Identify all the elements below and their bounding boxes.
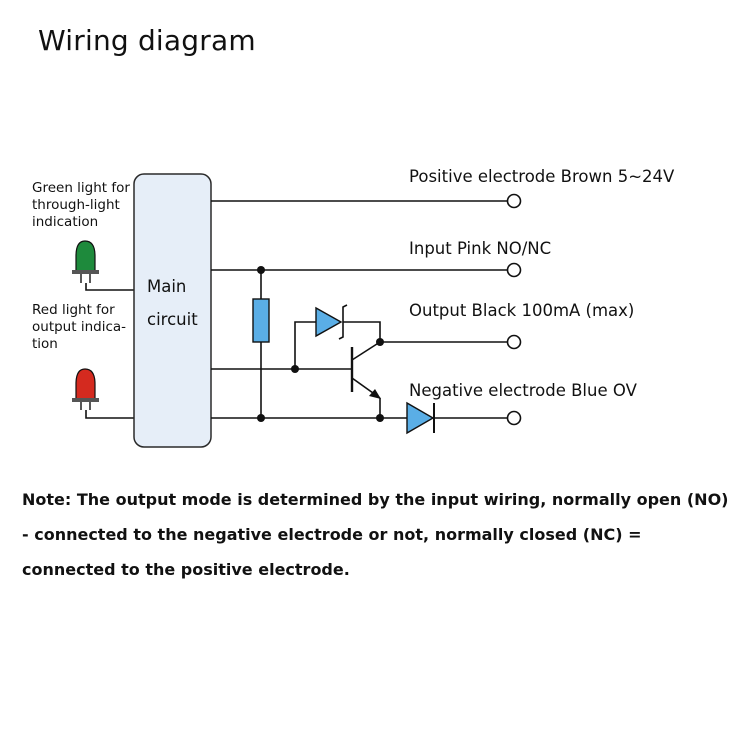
zener-diode-icon [315, 304, 348, 340]
green-led-icon [72, 240, 99, 283]
green-led-label-line: indication [32, 214, 98, 230]
red-led-label-line: output indica- [32, 319, 126, 335]
page-title: Wiring diagram [38, 24, 256, 57]
red-led-icon [72, 368, 99, 410]
green-led-wire [85, 283, 135, 291]
green-led-label-line: Green light for [32, 180, 130, 196]
red-led-label-line: tion [32, 336, 58, 352]
green-led-label-line: through-light [32, 197, 120, 213]
zener-wire [343, 321, 381, 342]
positive-terminal-label: Positive electrode Brown 5~24V [409, 167, 675, 186]
junction-dot [376, 414, 384, 422]
main-circuit-label: Main circuit [147, 277, 198, 329]
zener-wire [294, 321, 316, 369]
input-terminal-label: Input Pink NO/NC [409, 239, 551, 258]
negative-terminal-icon [506, 410, 522, 426]
negative-terminal-label: Negative electrode Blue OV [409, 381, 638, 400]
output-terminal-icon [506, 334, 522, 350]
main-circuit-box [133, 173, 212, 448]
input-terminal-icon [506, 262, 522, 278]
red-led-label-line: Red light for [32, 302, 115, 318]
transistor-icon [350, 341, 381, 399]
red-led-wire [85, 410, 135, 419]
junction-dot [257, 414, 265, 422]
output-terminal-label: Output Black 100mA (max) [409, 301, 634, 320]
wiring-diagram: Green light for through-light indication… [32, 167, 675, 448]
resistor-icon [252, 298, 270, 343]
positive-terminal-icon [506, 193, 522, 209]
green-led-label: Green light for through-light indication [32, 180, 134, 230]
red-led-label: Red light for output indica- tion [32, 302, 130, 352]
note-text: Note: The output mode is determined by t… [22, 490, 729, 579]
diode-icon [406, 401, 435, 435]
